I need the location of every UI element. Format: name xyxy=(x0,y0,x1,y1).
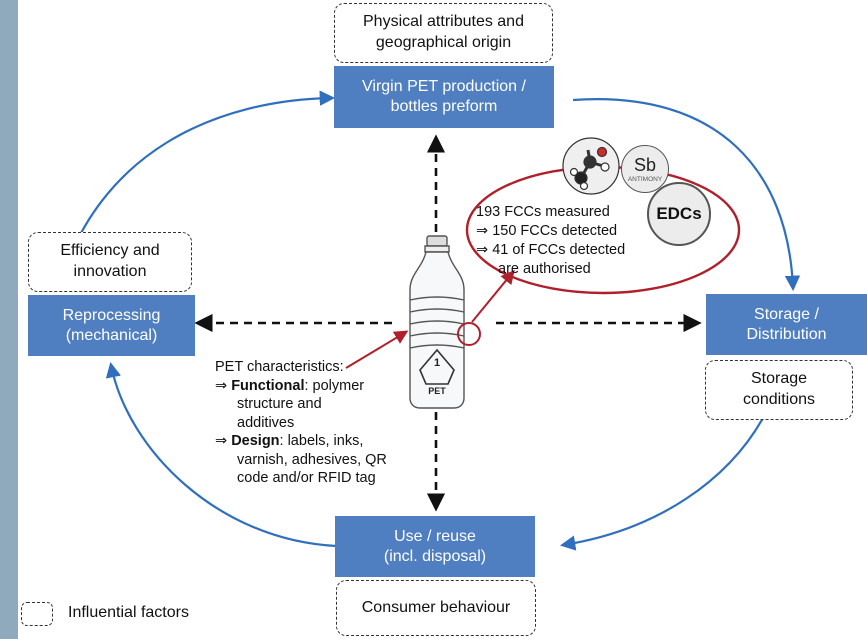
implies-arrow: ⇒ xyxy=(215,433,228,450)
cycle-arrow-virgin-to-storage xyxy=(572,98,801,292)
pet-design-line: ⇒ Design: labels, inks, xyxy=(215,432,415,451)
factor-consumer-behaviour: Consumer behaviour xyxy=(336,580,536,636)
legend-swatch-dashed xyxy=(21,602,53,626)
implies-arrow: ⇒ xyxy=(215,377,228,394)
fcc-measured: 193 FCCs measured xyxy=(476,204,610,220)
antimony-symbol: Sb xyxy=(633,154,657,175)
molecule-icon xyxy=(562,137,620,195)
design-cont-2: code and/or RFID tag xyxy=(237,470,376,487)
pet-bottle xyxy=(409,235,465,409)
fcc-summary-text: 193 FCCs measured ⇒ 150 FCCs detected ⇒ … xyxy=(476,203,666,278)
recycle-number: 1 xyxy=(433,357,441,369)
fcc-detected: 150 FCCs detected xyxy=(492,222,618,239)
fcc-authorised: are authorised xyxy=(498,260,591,277)
pet-characteristics-heading: PET characteristics: xyxy=(215,359,344,375)
node-virgin-pet-production: Virgin PET production / bottles preform xyxy=(334,66,554,128)
legend-label: Influential factors xyxy=(68,604,189,621)
fcc-detected-authorised: 41 of FCCs detected xyxy=(492,241,626,258)
red-arrow-pet-characteristics xyxy=(345,330,409,369)
antimony-label: ANTIMONY xyxy=(627,175,663,183)
functional-cont-2: additives xyxy=(237,414,295,431)
design-cont-1: varnish, adhesives, QR xyxy=(237,451,387,468)
node-use-reuse: Use / reuse (incl. disposal) xyxy=(335,516,535,577)
edcs-label: EDCs xyxy=(656,204,702,223)
factor-storage-conditions: Storage conditions xyxy=(705,360,853,420)
fcc-authorised-line: ⇒ 41 of FCCs detected xyxy=(476,241,666,260)
fcc-detected-line: ⇒ 150 FCCs detected xyxy=(476,222,666,241)
pet-functional-line: ⇒ Functional: polymer xyxy=(215,377,415,396)
antimony-circle: Sb ANTIMONY xyxy=(621,145,669,193)
recycle-label: PET xyxy=(428,386,446,396)
factor-efficiency-innovation: Efficiency and innovation xyxy=(28,232,192,292)
edcs-circle: EDCs xyxy=(647,182,711,246)
implies-arrow: ⇒ xyxy=(476,222,489,239)
functional-label: Functional xyxy=(231,377,305,394)
cycle-arrow-storage-to-use xyxy=(559,417,764,551)
cycle-arrow-use-to-reprocessing xyxy=(105,361,337,548)
node-storage-distribution: Storage / Distribution xyxy=(706,294,867,355)
implies-arrow: ⇒ xyxy=(476,241,489,258)
design-text: : labels, inks, xyxy=(279,433,364,450)
red-arrow-to-fcc xyxy=(471,269,515,323)
factor-physical-attributes: Physical attributes and geographical ori… xyxy=(334,3,553,63)
functional-text: : polymer xyxy=(304,377,365,394)
bottle-highlight-circle xyxy=(457,322,481,346)
functional-cont-1: structure and xyxy=(237,396,322,413)
diagram-canvas: Virgin PET production / bottles preform … xyxy=(18,0,867,639)
design-label: Design xyxy=(231,433,280,450)
node-reprocessing: Reprocessing (mechanical) xyxy=(28,295,195,356)
pet-characteristics-text: PET characteristics: ⇒ Functional: polym… xyxy=(215,358,415,488)
